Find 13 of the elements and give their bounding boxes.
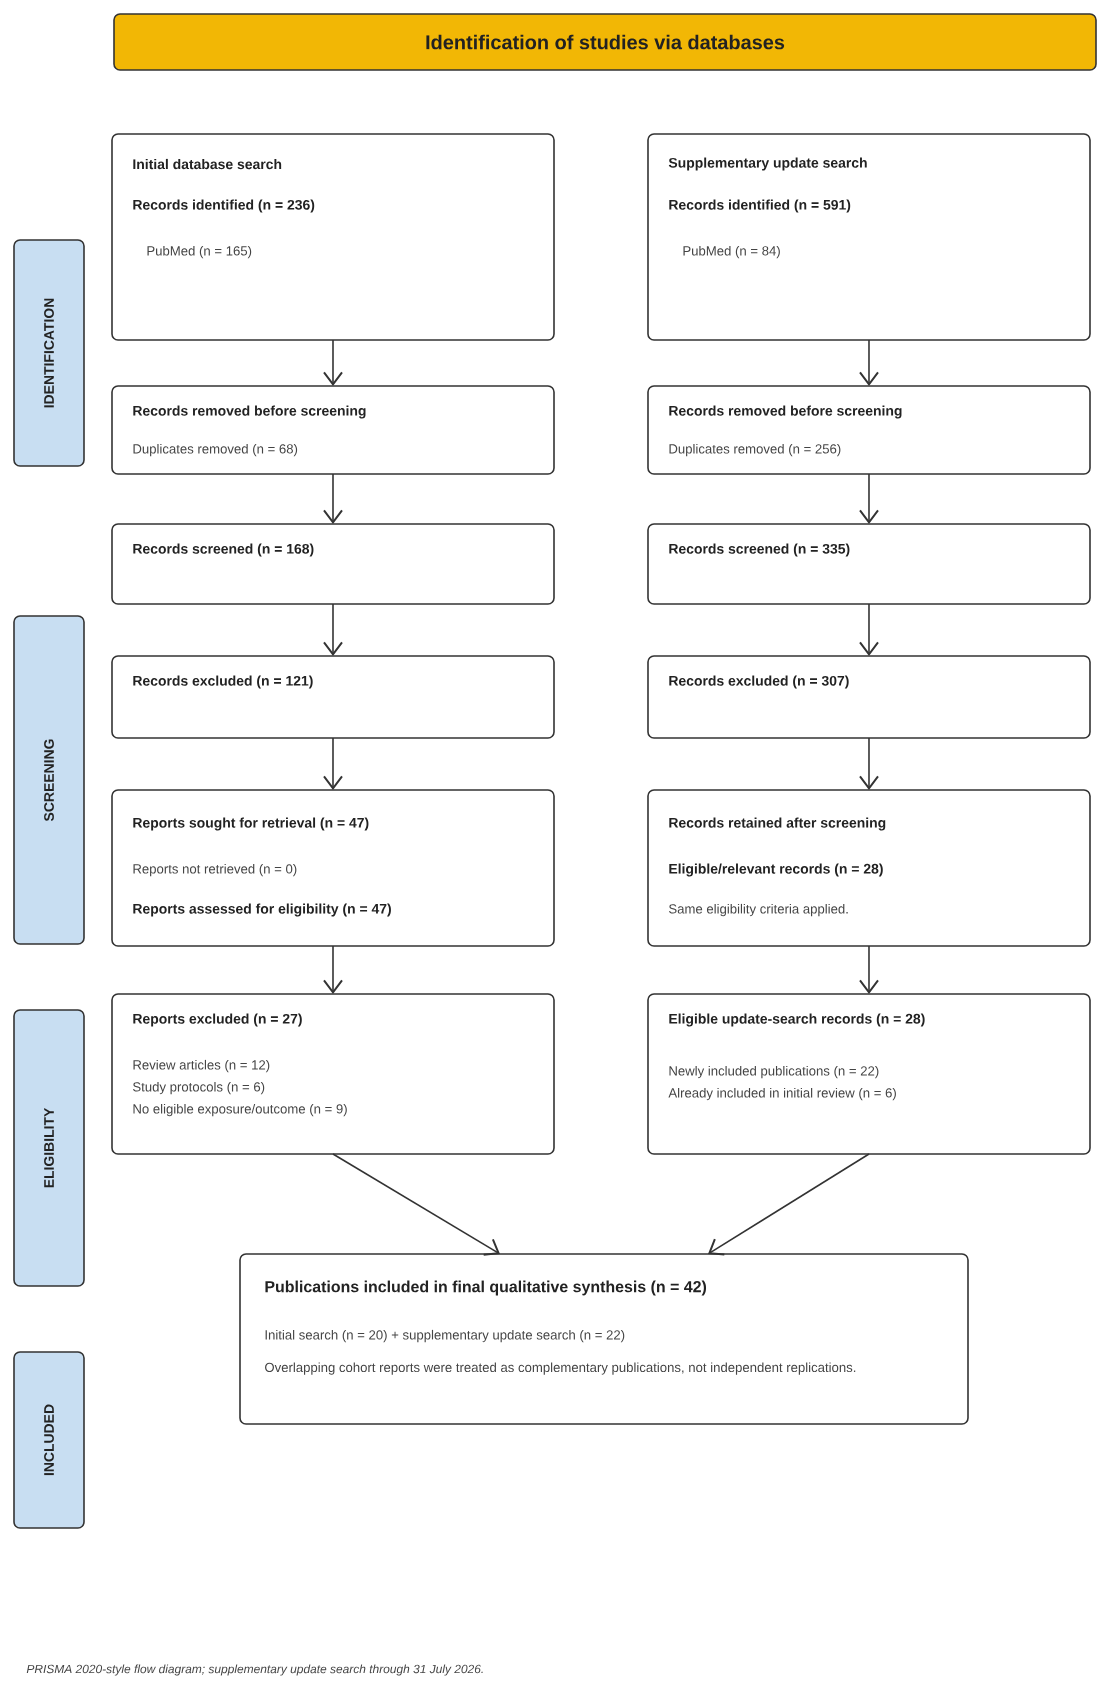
arrow	[708, 1153, 870, 1256]
arrow	[323, 603, 343, 656]
arrow	[859, 737, 879, 790]
arrow	[859, 603, 879, 656]
arrow	[859, 473, 879, 524]
arrow	[323, 339, 343, 386]
arrow	[332, 1153, 500, 1256]
arrow	[859, 339, 879, 386]
arrow	[323, 473, 343, 524]
arrow	[323, 737, 343, 790]
title-banner: Identification of studies via databases	[113, 13, 1097, 71]
arrow	[323, 945, 343, 994]
arrow	[859, 945, 879, 994]
